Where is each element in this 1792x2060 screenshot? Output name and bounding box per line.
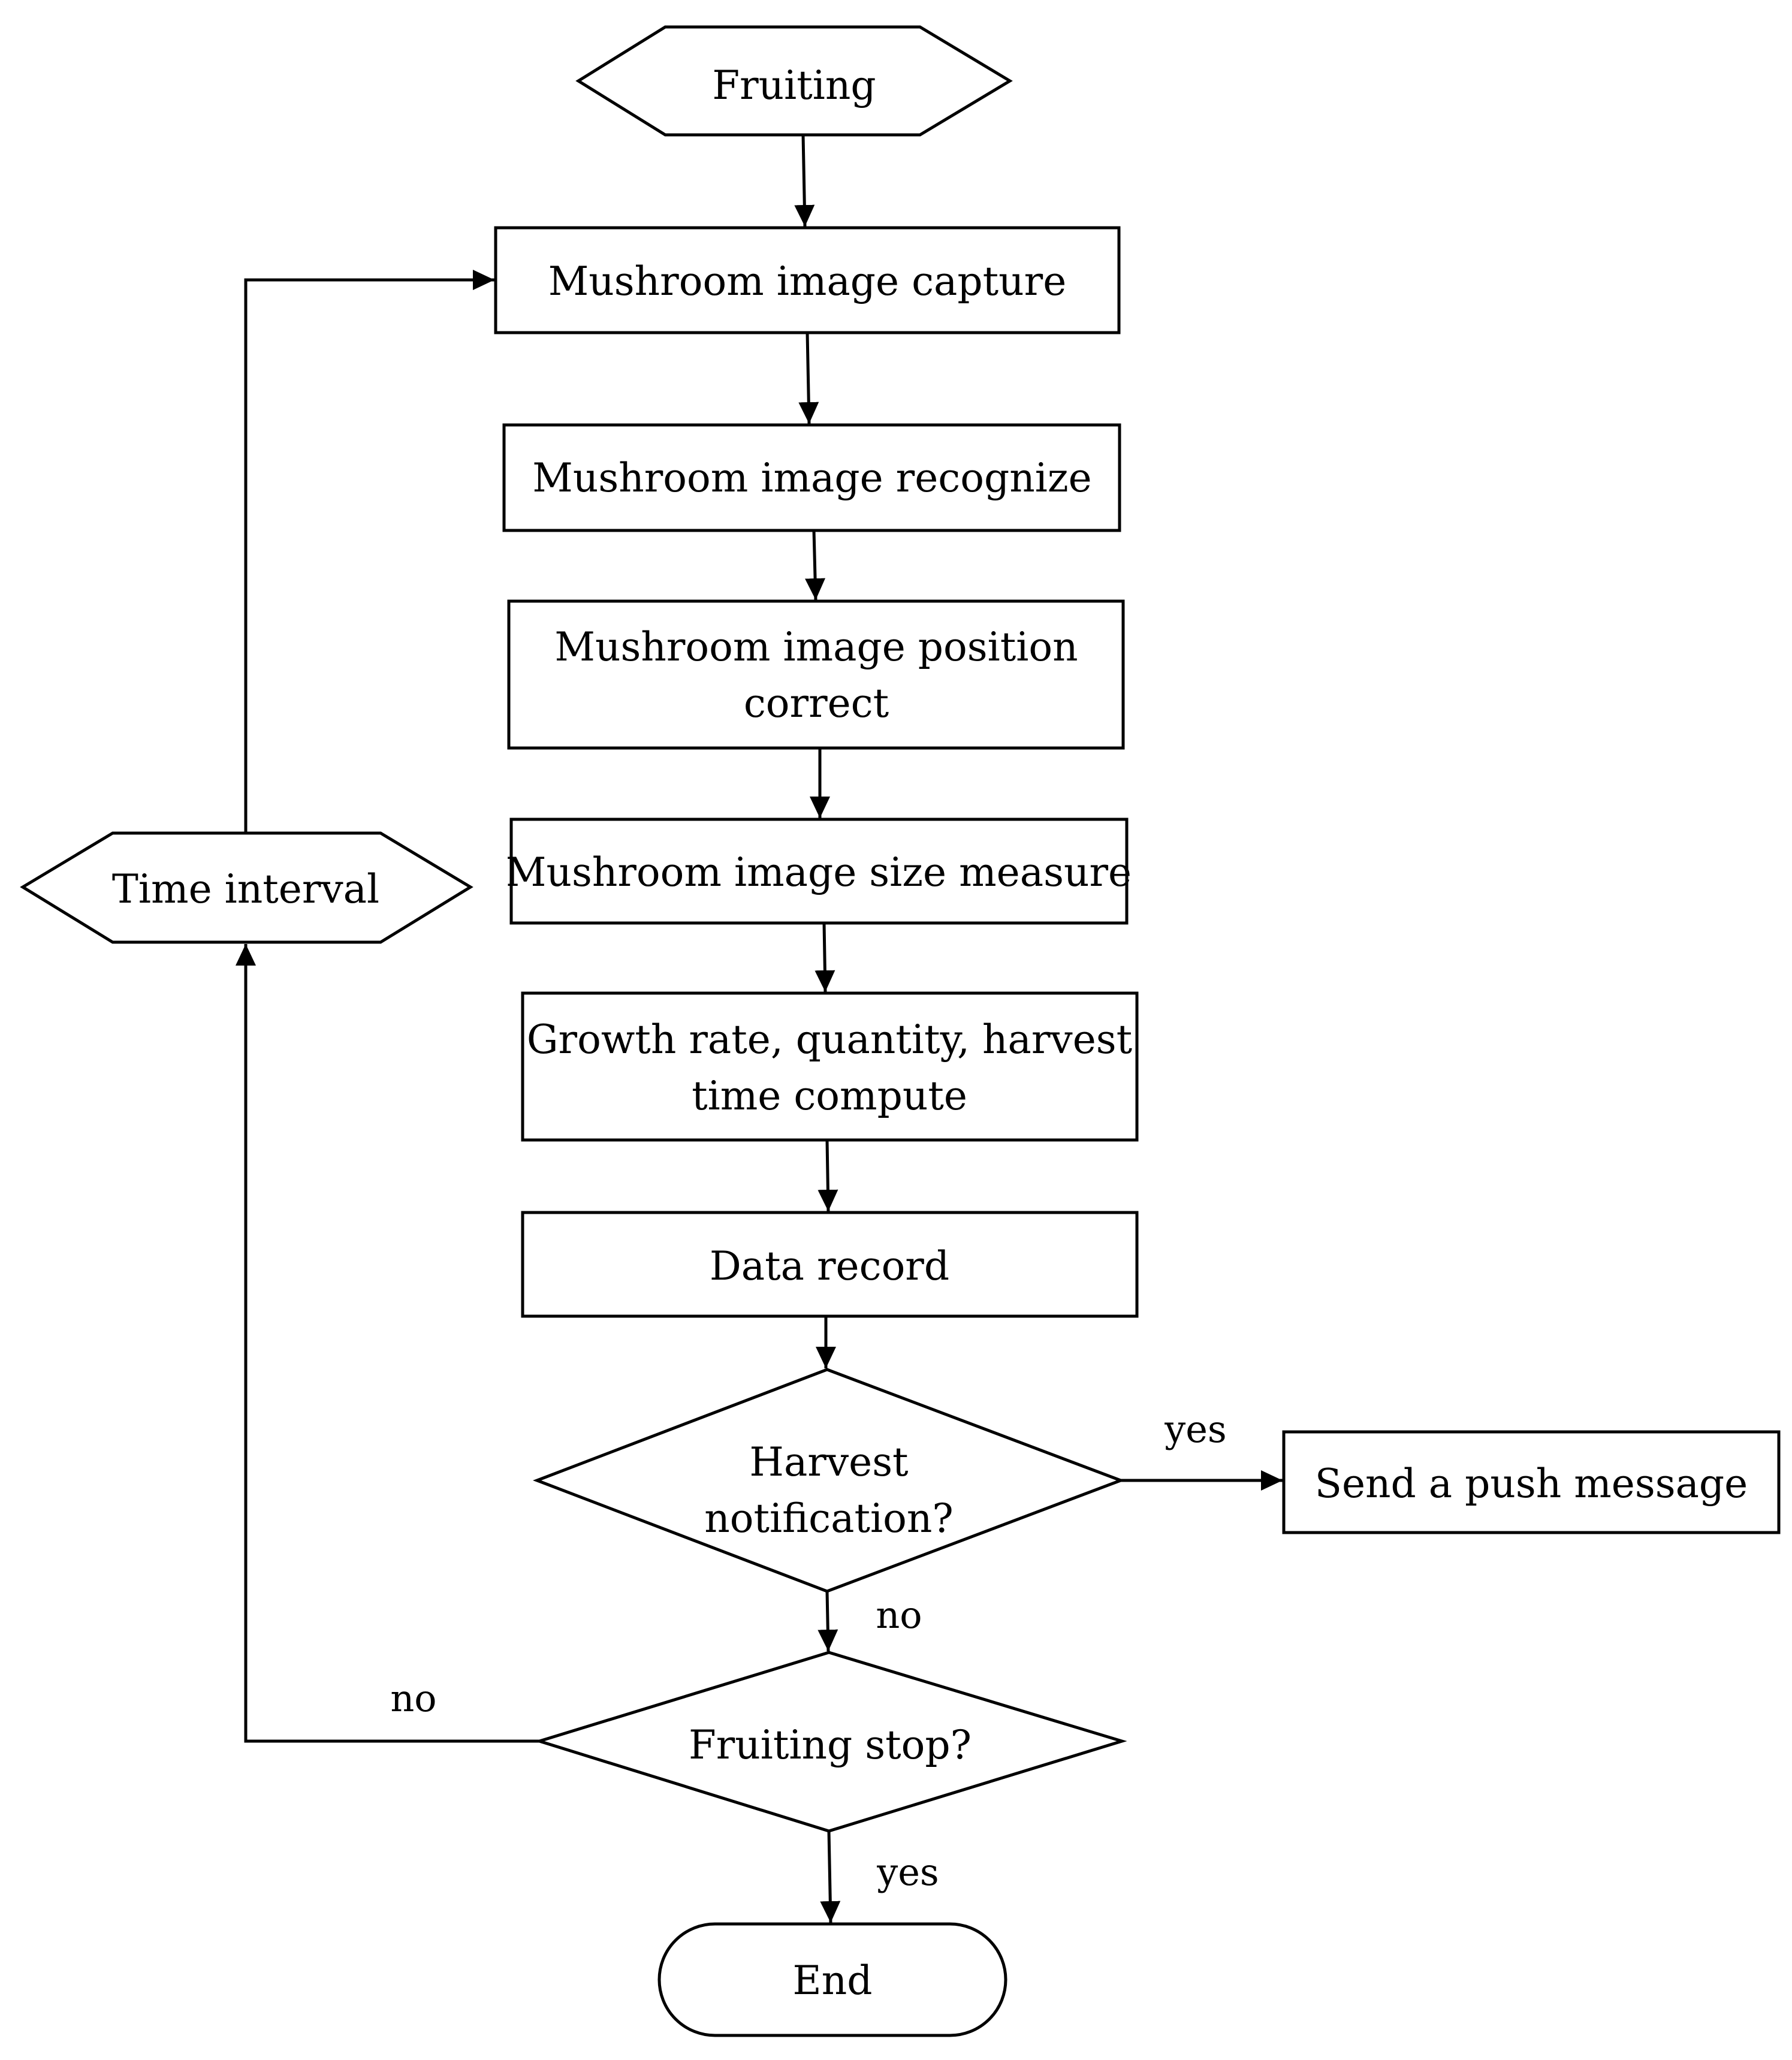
push-label: Send a push message	[1315, 1461, 1748, 1507]
stop-decision-node: Fruiting stop?	[534, 1651, 1127, 1833]
arrow-growth-to-data	[817, 1139, 838, 1212]
harvest-label-line1: Harvest	[749, 1439, 908, 1485]
edge-label-harvest-no: no	[876, 1593, 922, 1637]
time-interval-node: Time interval	[20, 831, 473, 944]
fruiting-label: Fruiting	[712, 62, 876, 108]
time-interval-label: Time interval	[112, 866, 379, 912]
arrow-capture-to-recognize	[798, 332, 819, 424]
arrow-harvest-no-to-stop	[817, 1591, 838, 1652]
edge-label-stop-yes: yes	[876, 1850, 939, 1894]
end-label: End	[793, 1958, 873, 2004]
arrow-interval-to-capture	[244, 270, 494, 833]
recognize-node: Mushroom image recognize	[502, 423, 1121, 532]
edge-label-stop-no: no	[390, 1676, 436, 1720]
recognize-label: Mushroom image recognize	[532, 455, 1091, 501]
arrow-size-to-growth	[814, 922, 835, 993]
size-node: Mushroom image size measure	[506, 818, 1132, 925]
arrow-fruiting-to-capture	[794, 134, 815, 227]
push-node: Send a push message	[1282, 1430, 1781, 1534]
growth-label-line2: time compute	[692, 1073, 967, 1119]
arrow-stop-yes-to-end	[820, 1830, 841, 1923]
growth-node: Growth rate, quantity, harvest time comp…	[521, 991, 1139, 1142]
stop-label: Fruiting stop?	[689, 1722, 972, 1768]
growth-label-line1: Growth rate, quantity, harvest	[527, 1017, 1132, 1063]
harvest-label-line2: notification?	[704, 1495, 953, 1542]
size-label: Mushroom image size measure	[506, 849, 1132, 895]
capture-label: Mushroom image capture	[548, 258, 1067, 304]
end-node: End	[657, 1922, 1007, 2037]
capture-node: Mushroom image capture	[494, 226, 1121, 334]
data-record-label: Data record	[710, 1243, 949, 1289]
arrow-recognize-to-position	[805, 530, 826, 601]
fruiting-node: Fruiting	[575, 25, 1013, 137]
position-label-line1: Mushroom image position	[554, 624, 1078, 670]
position-label-line2: correct	[744, 680, 889, 726]
data-record-node: Data record	[521, 1211, 1139, 1318]
harvest-decision-node: Harvest notification?	[532, 1368, 1126, 1593]
arrow-stop-no-to-interval	[236, 944, 539, 1743]
edge-label-harvest-yes: yes	[1164, 1407, 1227, 1451]
position-node: Mushroom image position correct	[507, 599, 1125, 750]
